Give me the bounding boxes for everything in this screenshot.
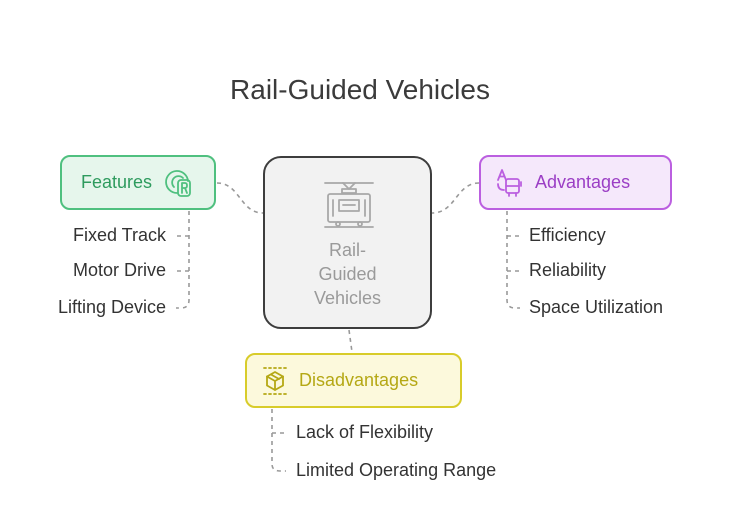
tram-icon: [324, 182, 374, 228]
diagram-title: Rail-Guided Vehicles: [230, 74, 490, 105]
center-node: Rail- Guided Vehicles: [263, 156, 432, 329]
feature-item: Fixed Track: [72, 225, 166, 245]
registered-icon: [164, 168, 194, 198]
center-label: Rail- Guided Vehicles: [313, 240, 382, 308]
disadvantages-box: Disadvantages: [245, 353, 462, 408]
advantage-item: Reliability: [529, 260, 607, 280]
disadvantages-label: Disadvantages: [299, 370, 419, 390]
advantage-item: Space Utilization: [529, 297, 664, 317]
features-label: Features: [81, 172, 153, 192]
advantage-item: Efficiency: [529, 225, 606, 245]
disadvantage-item: Lack of Flexibility: [296, 422, 434, 442]
feature-item: Motor Drive: [72, 260, 166, 280]
translate-icon: [495, 168, 525, 198]
feature-item: Lifting Device: [57, 297, 166, 317]
advantages-box: Advantages: [479, 155, 672, 210]
cube-icon: [263, 366, 287, 395]
disadvantage-item: Limited Operating Range: [296, 460, 497, 480]
advantages-label: Advantages: [535, 172, 631, 192]
features-box: Features: [60, 155, 216, 210]
